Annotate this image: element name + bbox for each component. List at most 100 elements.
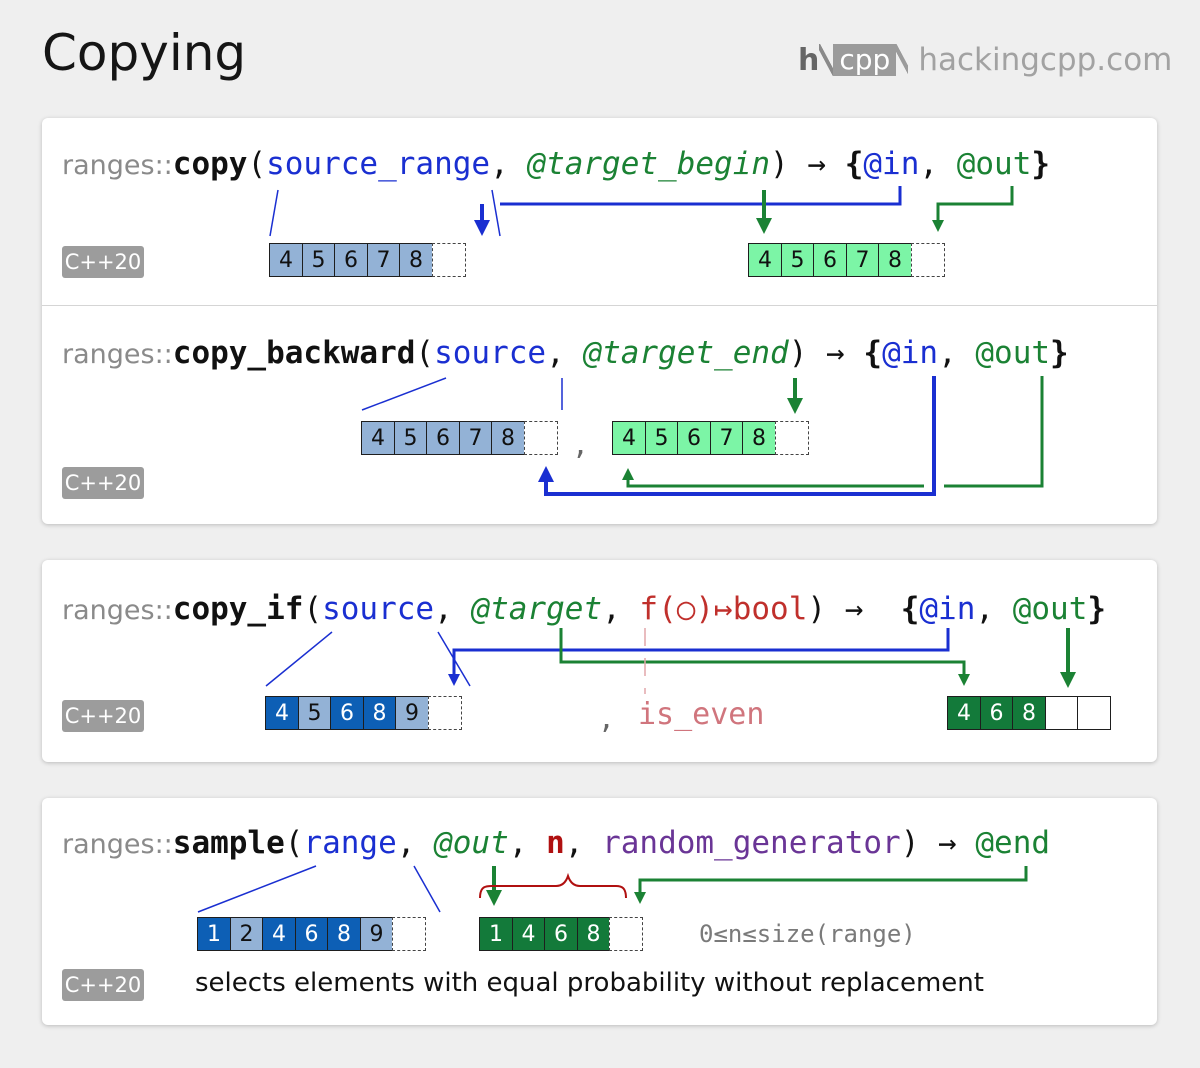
array-cell-selected: 6 xyxy=(330,696,364,730)
array-cell: 8 xyxy=(491,421,525,455)
paren-close: ) xyxy=(788,335,827,371)
paren-close: ) xyxy=(807,591,845,627)
namespace: ranges:: xyxy=(62,829,173,860)
separator: , xyxy=(490,146,528,182)
source-param: source xyxy=(322,591,435,627)
out-return-arrow xyxy=(622,468,924,488)
array-cell: 6 xyxy=(334,243,368,277)
array-cell-selected: 8 xyxy=(362,696,397,730)
in-return-arrow xyxy=(538,376,936,496)
array-cell: 7 xyxy=(458,421,493,455)
copy-if-source-array: 4 5 6 8 9 xyxy=(265,696,462,730)
separator: , xyxy=(975,591,1013,627)
paren-open: ( xyxy=(247,146,267,182)
copy-target-array: 4 5 6 7 8 xyxy=(748,243,945,277)
namespace: ranges:: xyxy=(62,595,173,626)
array-cell-empty xyxy=(1044,696,1079,730)
array-cell: 8 xyxy=(878,243,912,277)
array-cell: 6 xyxy=(813,243,847,277)
cpp20-badge: C++20 xyxy=(62,700,144,732)
end-sentinel-cell xyxy=(427,696,462,730)
predicate-argument: is_even xyxy=(638,697,765,732)
sample-source-array: 1 2 4 6 8 9 xyxy=(197,917,426,951)
array-cell-selected: 8 xyxy=(327,917,361,951)
target-param: @target_end xyxy=(583,335,789,371)
separator: , xyxy=(396,825,435,861)
function-name: copy_if xyxy=(172,591,304,627)
array-cell: 1 xyxy=(479,917,513,951)
source-bracket-line xyxy=(265,631,333,687)
section-divider xyxy=(42,305,1157,306)
array-cell: 5 xyxy=(780,243,815,277)
out-param: @out xyxy=(434,825,509,861)
separator: , xyxy=(508,825,547,861)
function-name: sample xyxy=(172,825,285,861)
in-return-arrow xyxy=(448,628,950,686)
n-count-brace xyxy=(479,872,627,899)
range-param: range xyxy=(303,825,397,861)
copy-source-array: 4 5 6 7 8 xyxy=(269,243,466,277)
array-cell: 5 xyxy=(393,421,428,455)
returns-arrow: → xyxy=(807,146,827,182)
array-cell: 8 xyxy=(1012,696,1046,730)
target-param: @target_begin xyxy=(527,146,771,182)
separator: , xyxy=(564,825,603,861)
end-sentinel-cell xyxy=(392,917,426,951)
brace-open: { xyxy=(900,591,920,627)
array-cell: 9 xyxy=(359,917,394,951)
out-return-arrow-right xyxy=(944,376,1044,488)
return-out: @out xyxy=(956,146,1032,182)
argument-comma: , xyxy=(572,428,589,461)
logo-cpp: cpp xyxy=(833,44,897,76)
predicate-param: f(○)↦bool xyxy=(639,591,808,627)
array-cell: 4 xyxy=(748,243,782,277)
array-cell: 5 xyxy=(644,421,679,455)
end-return-arrow xyxy=(634,866,1028,904)
array-cell: 6 xyxy=(677,421,711,455)
array-cell: 4 xyxy=(947,696,981,730)
logo-site: hackingcpp.com xyxy=(918,42,1173,78)
page-title: Copying xyxy=(42,24,247,82)
copy-backward-target-array: 4 5 6 7 8 xyxy=(612,421,809,455)
return-in: @in xyxy=(882,335,939,371)
array-cell: 9 xyxy=(395,696,429,730)
end-sentinel-cell xyxy=(431,243,466,277)
brace-open: { xyxy=(863,335,883,371)
brace-close: } xyxy=(1087,591,1107,627)
array-cell: 6 xyxy=(544,917,578,951)
logo-slash-2 xyxy=(896,44,909,76)
copy-panel: ranges::copy(source_range, @target_begin… xyxy=(42,118,1157,524)
copy-if-target-array: 4 6 8 xyxy=(947,696,1111,730)
hackingcpp-logo[interactable]: h cpp hackingcpp.com xyxy=(798,40,1172,80)
array-cell: 8 xyxy=(742,421,776,455)
returns-arrow: → xyxy=(844,591,864,627)
target-arrow xyxy=(559,628,970,686)
source-param: source_range xyxy=(266,146,491,182)
in-return-arrow xyxy=(500,186,902,206)
return-out: @out xyxy=(975,335,1051,371)
cpp20-badge: C++20 xyxy=(62,246,144,278)
end-sentinel-cell xyxy=(609,917,643,951)
namespace: ranges:: xyxy=(62,339,173,370)
array-cell: 4 xyxy=(612,421,646,455)
range-bracket-line xyxy=(413,865,441,913)
end-sentinel-cell xyxy=(774,421,809,455)
sample-panel: ranges::sample(range, @out, n, random_ge… xyxy=(42,798,1157,1025)
function-name: copy xyxy=(172,146,248,182)
brace-close: } xyxy=(1050,335,1069,371)
out-return-arrow xyxy=(932,186,1014,232)
function-name: copy_backward xyxy=(172,335,416,371)
paren-open: ( xyxy=(284,825,304,861)
paren-close: ) xyxy=(900,825,939,861)
array-cell: 6 xyxy=(426,421,460,455)
array-cell: 5 xyxy=(297,696,332,730)
array-cell: 8 xyxy=(576,917,611,951)
logo-h: h xyxy=(798,42,820,78)
end-sentinel-cell xyxy=(910,243,945,277)
brace-open: { xyxy=(844,146,864,182)
returns-arrow: → xyxy=(938,825,957,861)
array-cell: 7 xyxy=(366,243,401,277)
sample-description: selects elements with equal probability … xyxy=(195,968,984,998)
source-bracket-line xyxy=(269,189,279,237)
